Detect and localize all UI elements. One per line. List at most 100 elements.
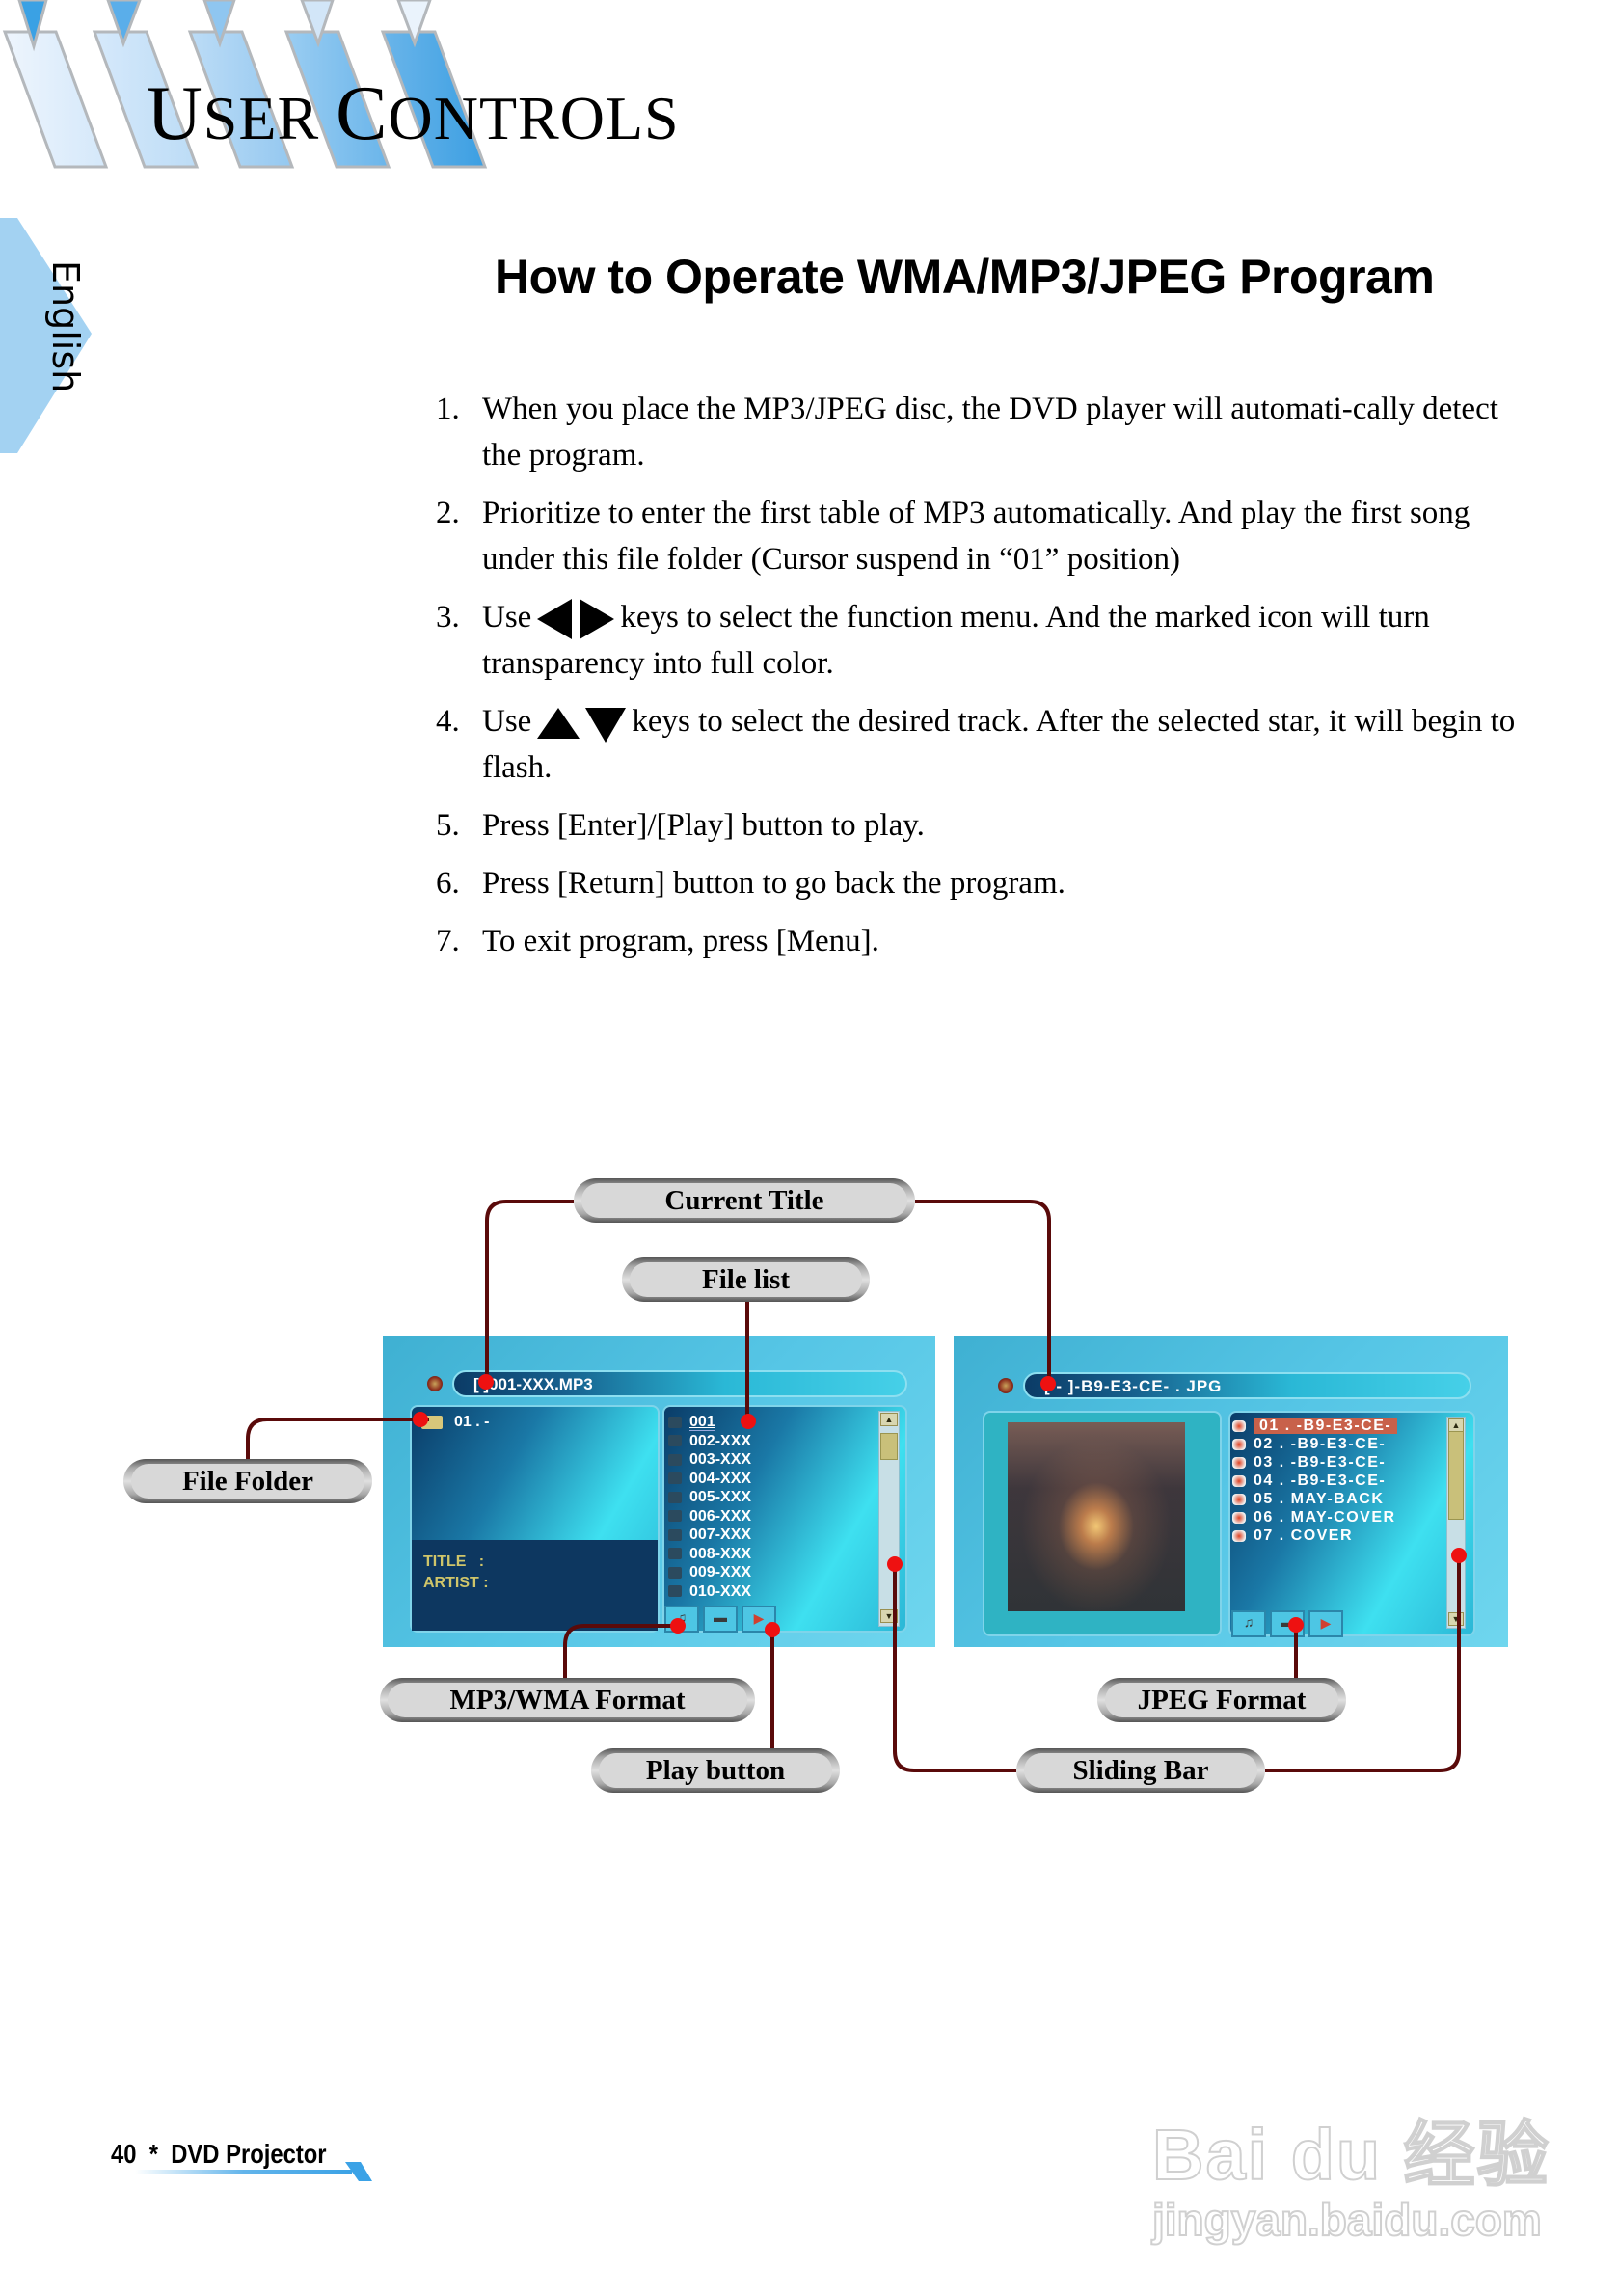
callout-label: Sliding Bar [1024,1753,1257,1788]
image-file-icon [1232,1438,1246,1450]
image-file-icon [1232,1456,1246,1469]
language-label-text: English [44,260,87,393]
callout-file-list: File list [622,1257,870,1302]
jpeg-screen: [ - ]-B9-E3-CE- . JPG 01 . -B9-E3-CE-02 … [954,1336,1508,1647]
product-name: DVD Projector [171,2139,327,2169]
file-list: 01 . -B9-E3-CE-02 . -B9-E3-CE-03 . -B9-E… [1232,1417,1435,1545]
jpeg-format-button[interactable]: ▬ [703,1606,738,1633]
file-list-item[interactable]: 001 [668,1413,861,1432]
step-number: 4. [436,704,460,739]
file-list-item[interactable]: 007-XXX [668,1526,861,1545]
file-list-item[interactable]: 04 . -B9-E3-CE- [1232,1472,1435,1490]
step-text: When you place the MP3/JPEG disc, the DV… [482,392,1498,473]
music-icon: ♫ [1243,1616,1254,1631]
image-file-icon [1232,1511,1246,1524]
section-title: USER CONTROLS [147,75,680,152]
file-list-item[interactable]: 06 . MAY-COVER [1232,1508,1435,1526]
page-number: 40 [111,2139,137,2169]
left-right-arrows-icon [537,599,615,640]
step-item: 7.To exit program, press [Menu]. [436,918,1545,964]
scrollbar[interactable]: ▲ ▼ [878,1411,900,1627]
marker-dot-current-title-mp3 [478,1374,494,1390]
file-list-item[interactable]: 009-XXX [668,1563,861,1582]
music-format-button[interactable]: ♫ [1231,1610,1266,1637]
file-list-item[interactable]: 004-XXX [668,1470,861,1489]
file-list-item[interactable]: 010-XXX [668,1582,861,1602]
marker-dot-current-title-jpeg [1040,1376,1056,1391]
file-list-item[interactable]: 03 . -B9-E3-CE- [1232,1453,1435,1472]
file-list-item[interactable]: 003-XXX [668,1450,861,1470]
jpeg-controls-row: ♫ ▬ ▶ [1231,1610,1343,1637]
image-file-icon [1232,1493,1246,1505]
file-name: 05 . MAY-BACK [1254,1491,1385,1507]
section-title-cap-2: C [336,71,389,156]
language-tab-label: English [21,241,98,434]
file-list-item[interactable]: 002-XXX [668,1432,861,1451]
section-title-rest-2: ONTROLS [388,84,680,152]
current-title-bar: [ - ]-B9-E3-CE- . JPG [1023,1372,1471,1399]
audio-file-icon [668,1566,682,1579]
mp3-screen: [ ]001-XXX.MP3 01 . - TITLE : ARTIST : 0… [383,1336,935,1647]
callout-sliding-bar: Sliding Bar [1016,1748,1265,1793]
file-name: 002-XXX [689,1432,752,1449]
step-text-pre: Use [482,600,532,635]
footer-rule [135,2162,372,2181]
baidu-watermark: Bai du 经验 jingyan.baidu.com [1151,2059,1551,2252]
audio-file-icon [668,1453,682,1466]
audio-file-icon [668,1472,682,1485]
file-list-panel[interactable]: 01 . -B9-E3-CE-02 . -B9-E3-CE-03 . -B9-E… [1228,1411,1475,1636]
callout-label: File Folder [131,1464,364,1499]
audio-file-icon [668,1435,682,1447]
audio-file-icon [668,1528,682,1541]
scroll-up-arrow-icon[interactable]: ▲ [1448,1418,1464,1432]
audio-file-icon [668,1416,682,1428]
audio-file-icon [668,1548,682,1560]
file-name: 03 . -B9-E3-CE- [1254,1454,1387,1471]
steps-list: 1.When you place the MP3/JPEG disc, the … [436,386,1545,976]
file-name: 010-XXX [689,1582,752,1600]
file-name: 005-XXX [689,1489,752,1505]
file-list-item[interactable]: 006-XXX [668,1507,861,1526]
file-list-item[interactable]: 05 . MAY-BACK [1232,1490,1435,1508]
play-button[interactable]: ▶ [1308,1610,1343,1637]
page-title: How to Operate WMA/MP3/JPEG Program [495,250,1435,304]
file-list-item[interactable]: 07 . COVER [1232,1526,1435,1545]
callout-label: Current Title [581,1183,907,1218]
step-item: 6.Press [Return] button to go back the p… [436,860,1545,906]
marker-dot-sliding-bar-mp3 [887,1556,903,1572]
photo-preview [1008,1422,1185,1611]
scroll-down-arrow-icon[interactable]: ▼ [1448,1612,1464,1626]
marker-dot-play-button [765,1622,780,1637]
scrollbar[interactable]: ▲ ▼ [1446,1417,1466,1629]
file-list-item[interactable]: 005-XXX [668,1488,861,1507]
watermark-brand: Bai du 经验 [1151,2114,1551,2196]
file-list-item[interactable]: 008-XXX [668,1545,861,1564]
scroll-thumb[interactable] [1448,1431,1464,1520]
scroll-up-arrow-icon[interactable]: ▲ [880,1413,898,1426]
file-name: 006-XXX [689,1507,752,1525]
marker-dot-mp3-format [670,1618,686,1634]
marker-dot-sliding-bar-jpeg [1451,1548,1467,1563]
up-down-arrows-icon [537,708,627,743]
step-text: Prioritize to enter the first table of M… [482,496,1470,577]
step-text: Press [Enter]/[Play] button to play. [482,808,925,843]
step-item: 1.When you place the MP3/JPEG disc, the … [436,386,1545,478]
scroll-thumb[interactable] [880,1433,898,1460]
scroll-down-arrow-icon[interactable]: ▼ [880,1609,898,1623]
file-list-item[interactable]: 02 . -B9-E3-CE- [1232,1435,1435,1453]
callout-current-title: Current Title [574,1178,915,1223]
step-item: 2.Prioritize to enter the first table of… [436,490,1545,582]
footer-separator: * [148,2139,158,2169]
audio-file-icon [668,1510,682,1523]
section-title-rest-1: SER [202,84,320,152]
file-name: 001 [689,1414,715,1431]
title-label: TITLE : [423,1553,485,1570]
image-file-icon [1232,1419,1246,1432]
file-list-item[interactable]: 01 . -B9-E3-CE- [1232,1417,1435,1435]
image-file-icon [1232,1529,1246,1542]
step-item: 5.Press [Enter]/[Play] button to play. [436,802,1545,849]
